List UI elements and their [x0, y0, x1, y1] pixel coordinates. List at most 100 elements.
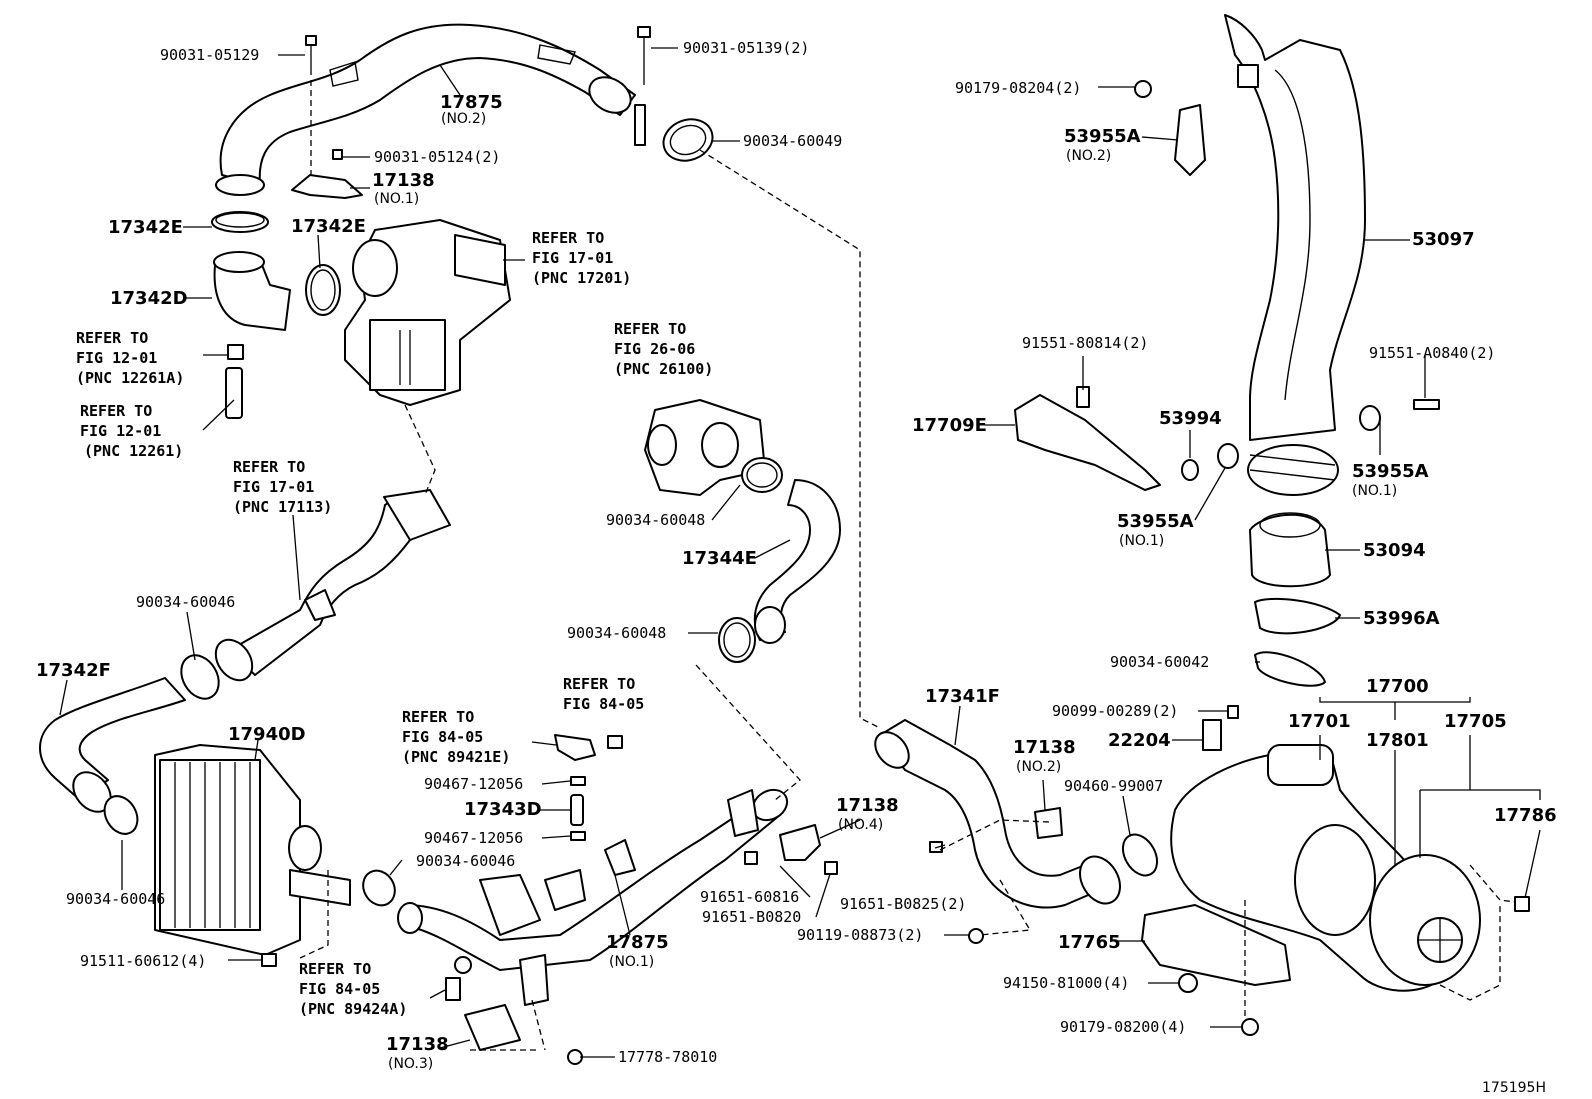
callout-17342E-right[interactable]: 17342E: [291, 216, 366, 237]
callout-17344E[interactable]: 17344E: [682, 548, 757, 569]
callout-90031-05139[interactable]: 90031-05139(2): [683, 39, 809, 57]
grommet-53955A-no1b-part[interactable]: [1359, 405, 1381, 431]
hose-17341F-part[interactable]: [868, 719, 1128, 911]
callout-53955A-no2[interactable]: 53955A: [1064, 126, 1141, 147]
callout-91651-B0825[interactable]: 91651-B0825(2): [840, 895, 966, 913]
callout-90179-08200[interactable]: 90179-08200(4): [1060, 1018, 1186, 1036]
bolt-94150-81000-part[interactable]: [1178, 973, 1198, 993]
callout-90460-99007[interactable]: 90460-99007: [1064, 777, 1163, 795]
bolt-91651-B0820-part[interactable]: [824, 861, 838, 875]
callout-17343D[interactable]: 17343D: [464, 799, 542, 820]
clip-90467-12056-a-part[interactable]: [570, 776, 586, 786]
hose-17343D-part[interactable]: [570, 794, 584, 826]
callout-91651-60816[interactable]: 91651-60816: [700, 888, 799, 906]
reference-12261A[interactable]: REFER TO FIG 12-01 (PNC 12261A): [76, 329, 184, 387]
reference-12261[interactable]: REFER TO FIG 12-01 (PNC 12261): [80, 402, 183, 460]
callout-17778-78010[interactable]: 17778-78010: [618, 1048, 717, 1066]
clamp-90460-99007-part[interactable]: [1116, 828, 1164, 881]
gasket-53996A-part[interactable]: [1254, 597, 1341, 635]
bolt-90031-05129-part[interactable]: [305, 35, 317, 75]
callout-17940D[interactable]: 17940D: [228, 724, 306, 745]
callout-90179-08204[interactable]: 90179-08204(2): [955, 79, 1081, 97]
bracket-17138-no3-part[interactable]: [464, 1004, 521, 1051]
reference-26100[interactable]: REFER TO FIG 26-06 (PNC 26100): [614, 320, 713, 378]
clamp-90034-60046-lower-part[interactable]: [98, 790, 144, 840]
bolt-91511-60612-part[interactable]: [261, 953, 277, 967]
air-cleaner-17700-part[interactable]: [1170, 744, 1481, 992]
callout-90119-08873[interactable]: 90119-08873(2): [797, 926, 923, 944]
snorkel-53097-part[interactable]: [1224, 14, 1366, 496]
nut-90119-08873-part[interactable]: [968, 928, 984, 944]
callout-90034-60046-a[interactable]: 90034-60046: [136, 593, 235, 611]
clamp-90034-60046-bottom-part[interactable]: [357, 865, 401, 911]
sensor-89424A-part[interactable]: [445, 977, 461, 1001]
bolt-91651-B0825-part[interactable]: [929, 841, 943, 853]
ref-12261A-part[interactable]: [227, 344, 244, 360]
clamp-17342E-right-part[interactable]: [305, 264, 341, 316]
callout-17342F[interactable]: 17342F: [36, 660, 111, 681]
callout-90034-60048-b[interactable]: 90034-60048: [567, 624, 666, 642]
clamp-90034-60049-part[interactable]: [658, 113, 719, 168]
callout-53097[interactable]: 53097: [1412, 229, 1475, 250]
callout-53996A[interactable]: 53996A: [1363, 608, 1440, 629]
callout-53094[interactable]: 53094: [1363, 540, 1426, 561]
callout-17341F[interactable]: 17341F: [925, 686, 1000, 707]
callout-90031-05124[interactable]: 90031-05124(2): [374, 148, 500, 166]
callout-90034-60042[interactable]: 90034-60042: [1110, 653, 1209, 671]
reference-17201[interactable]: REFER TO FIG 17-01 (PNC 17201): [532, 229, 631, 287]
bracket-17709E-part[interactable]: [1014, 394, 1161, 491]
callout-17801[interactable]: 17801: [1366, 730, 1429, 751]
callout-90099-00289[interactable]: 90099-00289(2): [1052, 702, 1178, 720]
callout-53955A-no1-right[interactable]: 53955A: [1352, 461, 1429, 482]
clip-90099-00289-part[interactable]: [1227, 705, 1239, 719]
callout-53955A-no1-left[interactable]: 53955A: [1117, 511, 1194, 532]
cap-53094-part[interactable]: [1249, 512, 1331, 588]
callout-90034-60046-c[interactable]: 90034-60046: [416, 852, 515, 870]
bracket-53955A-no2-part[interactable]: [1174, 104, 1206, 176]
intake-pipe-17875-no2-part[interactable]: [215, 23, 637, 196]
clip-90467-12056-b-part[interactable]: [570, 831, 586, 841]
callout-17709E[interactable]: 17709E: [912, 415, 987, 436]
hose-17342D-part[interactable]: [213, 251, 291, 331]
callout-90467-12056-a[interactable]: 90467-12056: [424, 775, 523, 793]
callout-91551-A0840[interactable]: 91551-A0840(2): [1369, 344, 1495, 362]
callout-17342D[interactable]: 17342D: [110, 288, 188, 309]
bolt-91651-60816-part[interactable]: [744, 851, 758, 865]
callout-91651-B0820[interactable]: 91651-B0820: [702, 908, 801, 926]
sensor-22204-part[interactable]: [1202, 719, 1222, 751]
callout-22204[interactable]: 22204: [1108, 730, 1171, 751]
callout-90031-05129[interactable]: 90031-05129: [160, 46, 259, 64]
bracket-17138-no1-part[interactable]: [291, 149, 363, 199]
callout-90467-12056-b[interactable]: 90467-12056: [424, 829, 523, 847]
callout-17765[interactable]: 17765: [1058, 932, 1121, 953]
bolt-17778-78010-part[interactable]: [567, 1049, 583, 1065]
callout-17138-no3[interactable]: 17138: [386, 1034, 449, 1055]
throttle-body-26100-part[interactable]: [644, 399, 766, 496]
hose-17344E-part[interactable]: [753, 479, 841, 644]
callout-17138-no1[interactable]: 17138: [372, 170, 435, 191]
sensor-89421E-part[interactable]: [554, 734, 623, 761]
nut-90179-08204-part[interactable]: [1134, 80, 1152, 98]
callout-17138-no4[interactable]: 17138: [836, 795, 899, 816]
bracket-17765-part[interactable]: [1141, 904, 1291, 986]
reference-17113[interactable]: REFER TO FIG 17-01 (PNC 17113): [233, 458, 332, 516]
callout-17700[interactable]: 17700: [1366, 676, 1429, 697]
clamp-90034-60048-a-part[interactable]: [741, 457, 783, 493]
callout-90034-60046-b[interactable]: 90034-60046: [66, 890, 165, 908]
turbocharger-part[interactable]: [344, 219, 511, 406]
callout-53994[interactable]: 53994: [1159, 408, 1222, 429]
callout-17342E-left[interactable]: 17342E: [108, 217, 183, 238]
bracket-17138-no4-part[interactable]: [779, 824, 821, 861]
bracket-17138-no2-part[interactable]: [1034, 807, 1063, 839]
clamp-17342E-left-part[interactable]: [211, 211, 269, 233]
ref-12261-part[interactable]: [225, 367, 243, 419]
intercooler-17940D-part[interactable]: [154, 744, 351, 956]
reference-89424A[interactable]: REFER TO FIG 84-05 (PNC 89424A): [299, 960, 407, 1018]
nut-90179-08200-part[interactable]: [1241, 1018, 1259, 1036]
callout-17786[interactable]: 17786: [1494, 805, 1557, 826]
reference-84-05[interactable]: REFER TO FIG 84-05: [563, 675, 644, 713]
callout-17701[interactable]: 17701: [1288, 711, 1351, 732]
callout-17138-no2[interactable]: 17138: [1013, 737, 1076, 758]
hose-17342F-part[interactable]: [39, 677, 186, 819]
callout-90034-60048-a[interactable]: 90034-60048: [606, 511, 705, 529]
